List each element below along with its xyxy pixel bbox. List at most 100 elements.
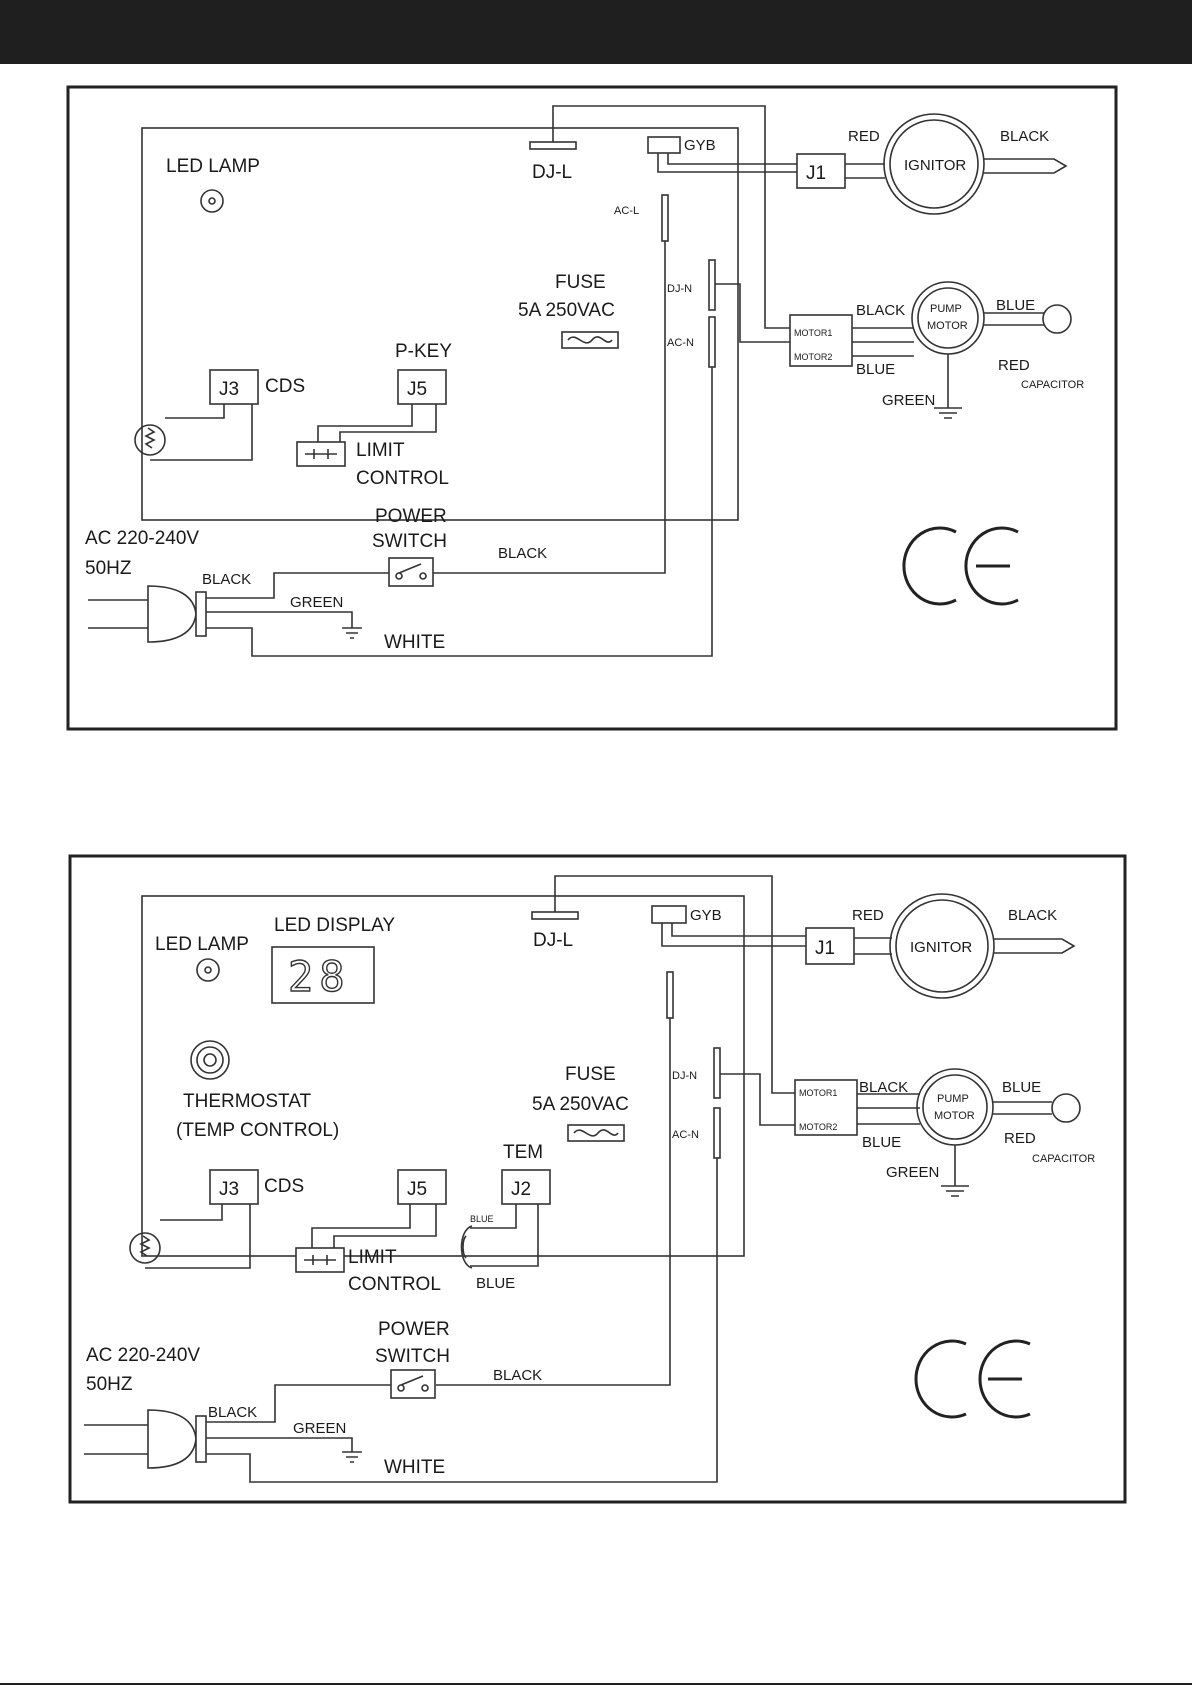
pump-green-label: GREEN <box>882 392 935 409</box>
gyb-wire-2 <box>667 153 797 165</box>
wiring-diagram-basic: LED LAMP DJ-L GYB J1 IGNITOR RED BLACK A… <box>66 85 1118 731</box>
temp-sensor-icon <box>460 1225 473 1269</box>
pump-black-label: BLACK <box>859 1079 908 1096</box>
dj-l-connector <box>529 141 577 150</box>
dj-n-label: DJ-N <box>672 1070 697 1082</box>
j5-connector <box>397 369 447 405</box>
switch-black-label: BLACK <box>498 545 547 562</box>
cds-sensor-icon <box>129 1232 161 1264</box>
led-lamp-icon <box>196 958 220 982</box>
pump-blue-in-label: BLUE <box>862 1134 901 1151</box>
cds-label: CDS <box>265 376 305 397</box>
cds-wire <box>145 1204 251 1269</box>
ignitor-black-label: BLACK <box>1000 128 1049 145</box>
j1-connector <box>805 927 855 965</box>
gyb-label: GYB <box>690 907 722 924</box>
motor-wires <box>852 327 914 357</box>
j5-wire <box>311 1204 437 1248</box>
plug-black-wire <box>205 1384 391 1423</box>
thermostat-knob-icon <box>190 1040 230 1080</box>
ac-voltage-label: AC 220-240V <box>85 528 199 549</box>
cds-label: CDS <box>264 1176 304 1197</box>
ac-plug-icon <box>84 1409 207 1469</box>
ac-n-terminal <box>708 316 716 368</box>
plug-black-label: BLACK <box>202 571 251 588</box>
led-display-label: LED DISPLAY <box>274 915 395 936</box>
ac-l-terminal <box>661 194 669 242</box>
capacitor-wire <box>984 312 1044 326</box>
pump-label: PUMP <box>937 1093 969 1105</box>
ignitor-black-label: BLACK <box>1008 907 1057 924</box>
green-label: GREEN <box>290 594 343 611</box>
j2-wire <box>470 1204 539 1267</box>
ac-plug-icon <box>88 585 207 643</box>
header-bar <box>0 0 1192 64</box>
ce-mark-icon <box>914 1339 1031 1419</box>
power-switch-icon <box>390 1369 436 1399</box>
switch-label: SWITCH <box>372 531 447 552</box>
j5-connector <box>397 1169 447 1205</box>
dj-l-wire <box>554 875 795 1094</box>
ac-n-wire <box>205 367 713 657</box>
ac-l-label: AC-L <box>614 205 639 217</box>
plug-black-wire <box>205 572 389 599</box>
j1-label: J1 <box>806 163 826 184</box>
pump-black-label: BLACK <box>856 302 905 319</box>
led-lamp-label: LED LAMP <box>155 934 249 955</box>
switch-label: SWITCH <box>375 1346 450 1367</box>
motor-label: MOTOR <box>934 1110 975 1122</box>
ground-wire <box>206 611 353 628</box>
j3-label: J3 <box>219 379 239 400</box>
white-label: WHITE <box>384 1457 445 1478</box>
cds-wire <box>150 404 253 461</box>
fuse-icon <box>561 331 619 349</box>
dj-l-connector <box>531 911 579 920</box>
cds-sensor-icon <box>134 424 166 456</box>
led-lamp-label: LED LAMP <box>166 156 260 177</box>
limit-label: LIMIT <box>356 440 405 461</box>
ac-n-label: AC-N <box>667 337 694 349</box>
j5-label: J5 <box>407 1179 427 1200</box>
fuse-rating-label: 5A 250VAC <box>532 1094 629 1115</box>
ignitor-red-label: RED <box>848 128 880 145</box>
ce-mark-icon <box>902 526 1019 606</box>
ac-n-terminal <box>713 1107 721 1159</box>
gyb-wire-1 <box>661 923 806 947</box>
wiring-diagram-thermostat: LED LAMP LED DISPLAY 28 THERMOSTAT (TEMP… <box>68 854 1127 1504</box>
pump-red-label: RED <box>998 357 1030 374</box>
pump-label: PUMP <box>930 303 962 315</box>
capacitor-label: CAPACITOR <box>1032 1153 1095 1165</box>
pump-green-label: GREEN <box>886 1164 939 1181</box>
capacitor-label: CAPACITOR <box>1021 379 1084 391</box>
motor-wires <box>857 1093 920 1125</box>
limit-label: LIMIT <box>348 1247 397 1268</box>
j3-connector <box>209 1169 259 1205</box>
j3-label: J3 <box>219 1179 239 1200</box>
motor1-label: MOTOR1 <box>799 1088 837 1098</box>
dj-n-terminal <box>708 259 716 311</box>
gyb-wire-2 <box>671 923 806 937</box>
control-board <box>141 895 745 1257</box>
power-switch-icon <box>388 557 434 587</box>
dj-l-label: DJ-L <box>533 930 573 951</box>
motor-connector <box>794 1079 858 1136</box>
dj-n-label: DJ-N <box>667 283 692 295</box>
pump-blue-in-label: BLUE <box>856 361 895 378</box>
j1-connector <box>796 153 846 189</box>
ac-l-terminal <box>666 971 674 1019</box>
motor-connector <box>789 314 853 367</box>
ignitor-label: IGNITOR <box>904 157 966 174</box>
j5-wire <box>317 404 437 442</box>
j1-ignitor-wire <box>845 163 885 179</box>
pump-ground-icon <box>934 407 962 419</box>
ac-l-wire <box>436 1018 671 1386</box>
ignitor-icon <box>883 113 1068 215</box>
ground-wire <box>206 1437 353 1452</box>
ignitor-icon <box>889 893 1076 999</box>
motor2-label: MOTOR2 <box>799 1122 837 1132</box>
pump-blue-out-label: BLUE <box>996 297 1035 314</box>
tem-label: TEM <box>503 1142 543 1163</box>
thermostat-label: THERMOSTAT <box>183 1091 311 1112</box>
ac-voltage-label: AC 220-240V <box>86 1345 200 1366</box>
led-display-digits: 28 <box>288 952 351 1001</box>
